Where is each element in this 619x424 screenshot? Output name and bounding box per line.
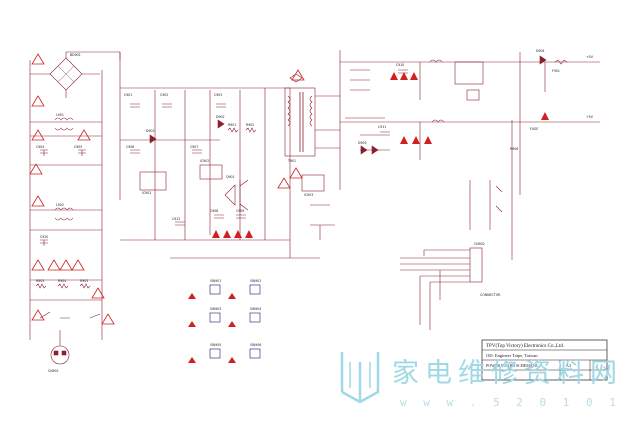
title-company: TPV(Top Victory) Electronics Co.,Ltd.: [486, 344, 564, 349]
connector-ref: CN902: [474, 242, 485, 246]
warning-icons-left: [29, 53, 291, 325]
part-label: R905: [80, 279, 88, 283]
part-label: C908: [210, 209, 218, 213]
red-ground-arrows-secondary: [390, 72, 549, 144]
part-label: R903: [36, 279, 44, 283]
part-label: C907: [190, 145, 198, 149]
part-label: C906: [126, 145, 134, 149]
part-label: CN901: [48, 369, 59, 373]
switch-block: [209, 284, 261, 359]
part-label: R904: [58, 279, 66, 283]
part-label: SW902: [250, 279, 261, 283]
switch-ground-arrows: [188, 293, 236, 363]
secondary-output-section: [339, 50, 600, 260]
part-label: BD901: [70, 53, 81, 57]
title-size: A3: [566, 363, 571, 368]
part-label: C903: [214, 93, 222, 97]
part-label: Q901: [226, 175, 235, 179]
part-label: D902: [216, 115, 225, 119]
fuse-label: FUSE: [530, 127, 538, 131]
part-label: D904: [536, 49, 545, 53]
part-label: IC902: [200, 159, 209, 163]
watermark-url: w w w . 5 2 0 1 0 1 . c o m: [400, 396, 619, 409]
part-label: C902: [160, 93, 168, 97]
part-label: T901: [287, 159, 296, 163]
title-engineer: OD: Engineer Taipe, Taiwan: [486, 353, 538, 359]
part-label: C909: [236, 209, 244, 213]
part-labels: BD901 C901 C902 C903 C904 C905 C906 C907…: [36, 49, 560, 373]
part-label: SW901: [210, 279, 221, 283]
part-label: IC903: [304, 193, 313, 197]
part-label: IC901: [142, 191, 151, 195]
connector-cn902: [400, 247, 483, 330]
part-label: SW906: [250, 343, 261, 347]
title-description: POWER BOARD SCHEMATIC: [486, 363, 539, 368]
red-ground-arrows-primary: [212, 230, 253, 238]
watermark-logo-icon: [340, 352, 380, 404]
primary-controller-section: [119, 52, 320, 259]
transformer-t901: [284, 73, 340, 240]
part-label: SW903: [210, 307, 221, 311]
part-label: F901: [552, 69, 560, 73]
part-label: SW905: [210, 343, 221, 347]
part-label: C911: [378, 125, 386, 129]
part-label: C905: [74, 145, 82, 149]
part-label: SW904: [250, 307, 261, 311]
warning-icons-center: [289, 69, 305, 179]
part-label: C901: [124, 93, 132, 97]
part-label: C904: [36, 145, 44, 149]
part-label: R902: [246, 123, 254, 127]
part-label: C910: [396, 63, 404, 67]
watermark-text: 家电维修资料网: [392, 358, 619, 389]
part-label: L901: [56, 113, 64, 117]
output-net-mid: +5V: [586, 115, 594, 119]
part-label: R901: [228, 123, 236, 127]
output-net-top: +5V: [586, 55, 594, 59]
part-label: C920: [40, 235, 48, 239]
connector-label: CONNECTOR: [480, 293, 501, 297]
part-label: C912: [172, 217, 180, 221]
title-block: [481, 339, 608, 381]
part-label: L902: [56, 203, 64, 207]
input-filter-section: [29, 51, 121, 365]
part-label: R906: [510, 147, 518, 151]
part-label: D903: [358, 141, 367, 145]
part-label: D901: [146, 129, 155, 133]
title-rev: 1: [596, 363, 598, 368]
